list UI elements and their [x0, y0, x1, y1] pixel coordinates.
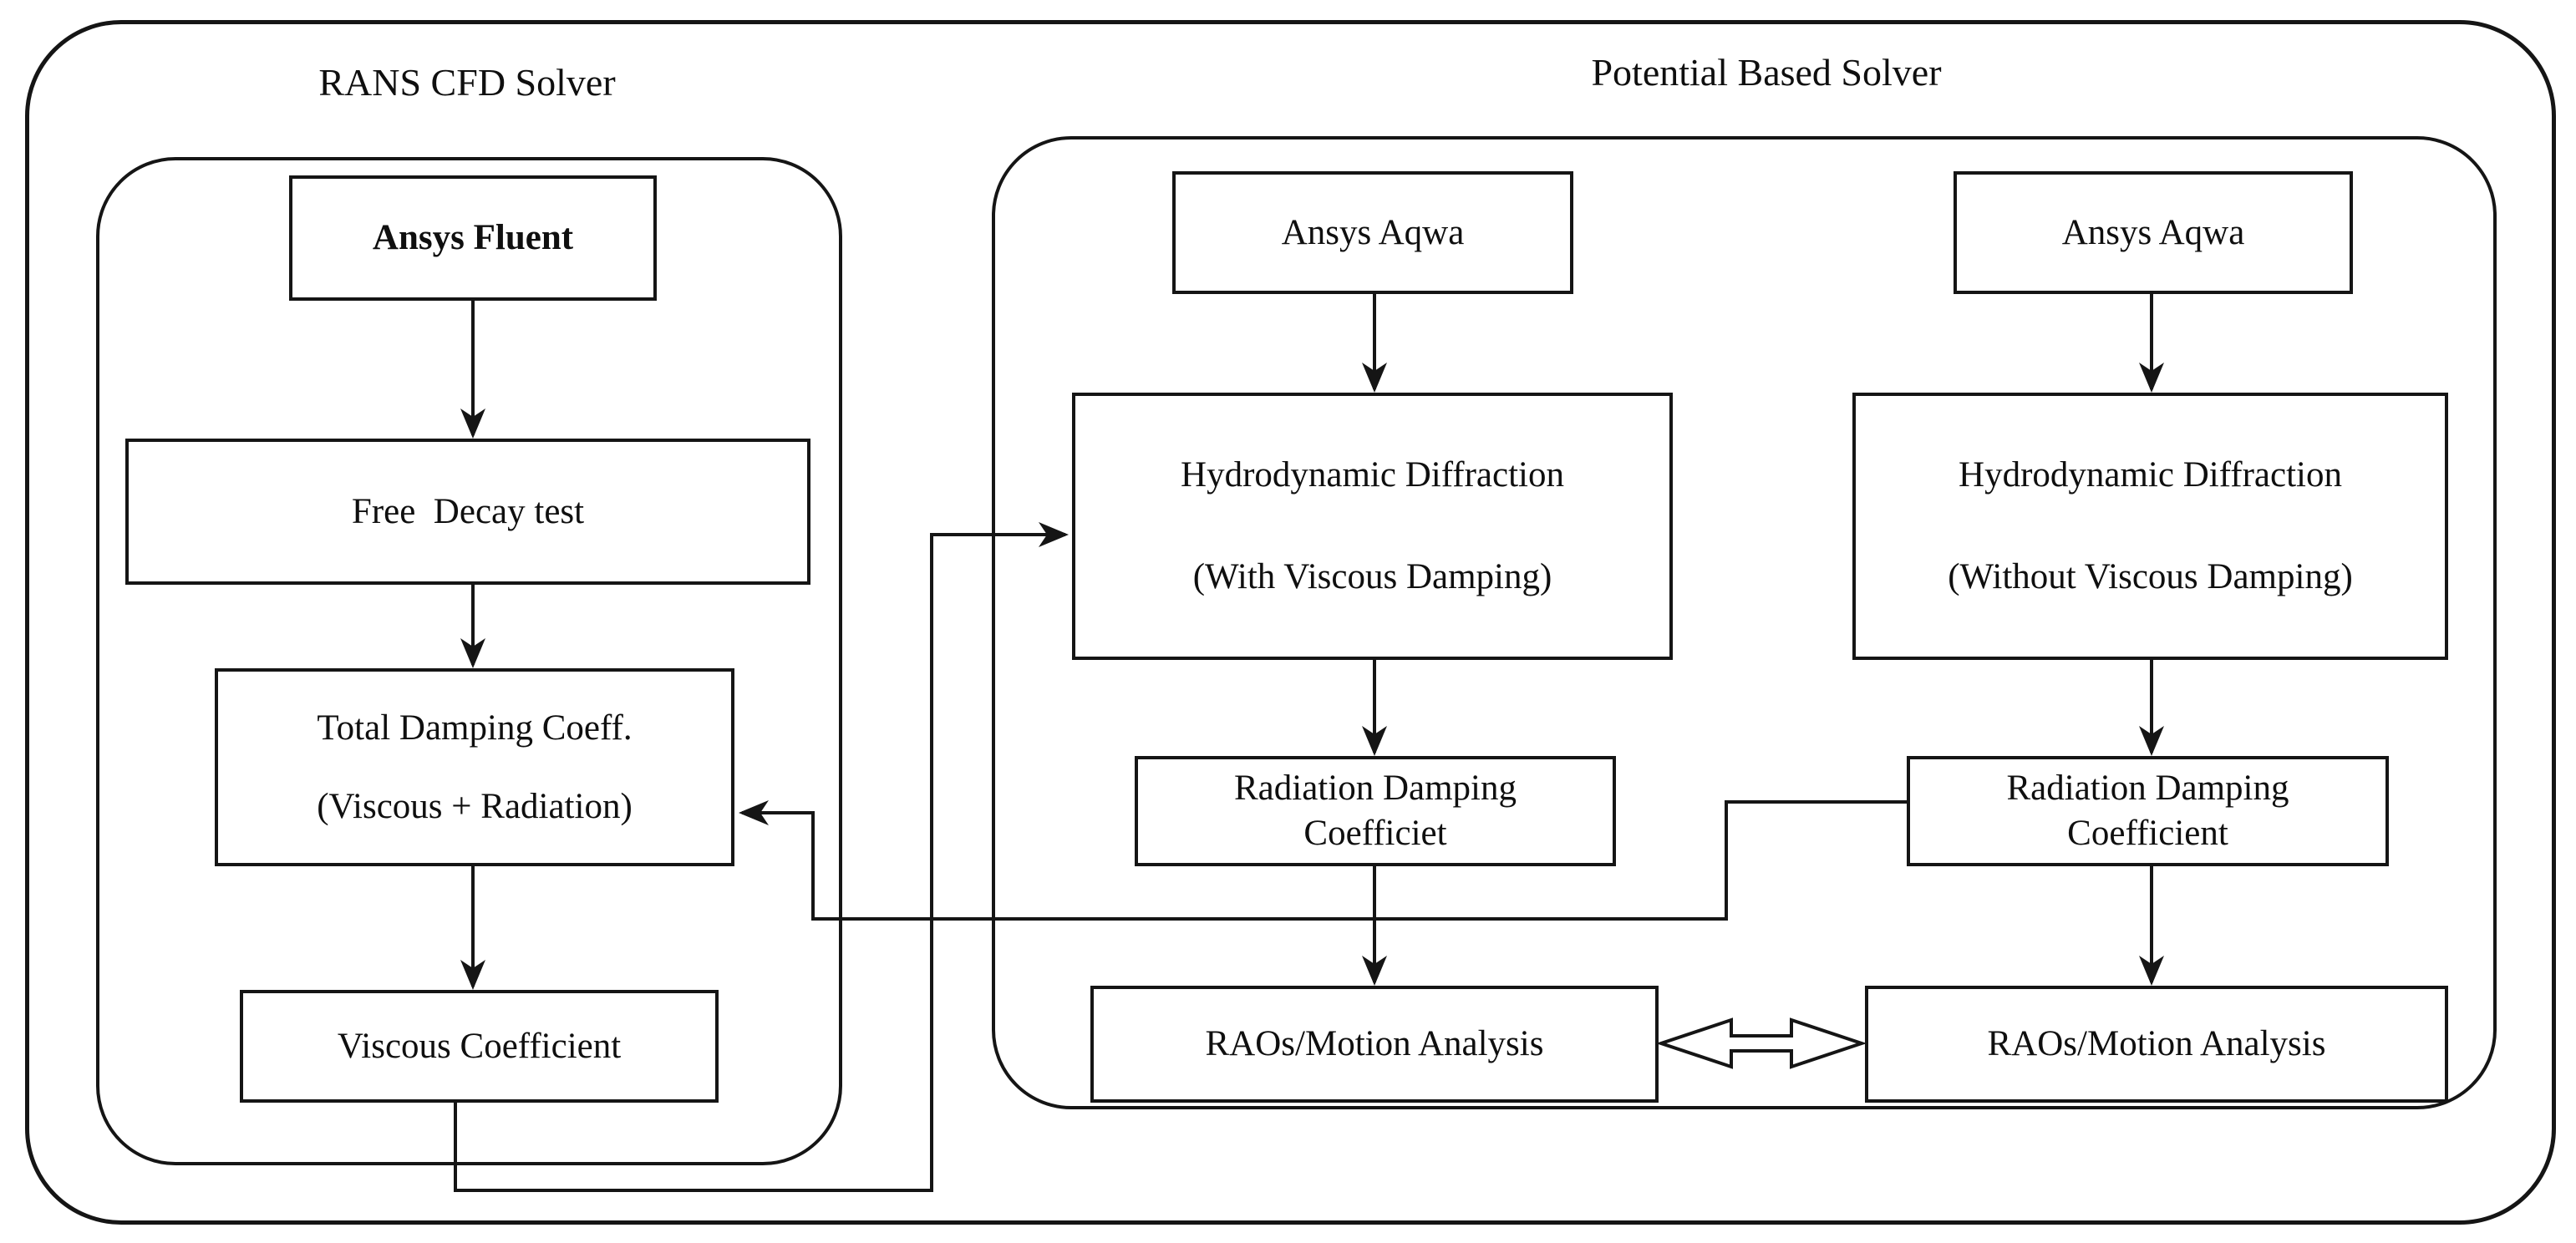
node-label: Ansys Aqwa [2061, 212, 2245, 252]
double-arrow-raos-comparison [1655, 1017, 1867, 1069]
node-label-line1: Radiation Damping [2006, 769, 2289, 809]
outer-border [25, 20, 2556, 1225]
rans-solver-title: RANS CFD Solver [318, 61, 616, 104]
node-viscous-coefficient: Viscous Coefficient [240, 990, 719, 1103]
node-hydrodynamic-diffraction-with: Hydrodynamic Diffraction (With Viscous D… [1072, 393, 1673, 660]
node-label: RAOs/Motion Analysis [1987, 1024, 2326, 1064]
node-radiation-damping-coefficient-without: Radiation Damping Coefficient [1907, 756, 2389, 866]
node-label-line2: Coefficiet [1303, 814, 1447, 853]
node-hydrodynamic-diffraction-without: Hydrodynamic Diffraction (Without Viscou… [1852, 393, 2448, 660]
node-label-line2: (Without Viscous Damping) [1948, 557, 2353, 597]
potential-solver-title: Potential Based Solver [1591, 51, 1942, 94]
node-label-line1: Hydrodynamic Diffraction [1181, 455, 1564, 495]
group-potential-based-solver [992, 136, 2497, 1109]
node-total-damping-coeff: Total Damping Coeff. (Viscous + Radiatio… [215, 668, 734, 866]
node-ansys-aqwa-with: Ansys Aqwa [1172, 171, 1573, 294]
group-rans-cfd-solver [96, 157, 842, 1165]
node-label-line1: Radiation Damping [1234, 769, 1517, 809]
node-label-line1: Total Damping Coeff. [317, 708, 633, 748]
node-label: Ansys Fluent [372, 218, 574, 258]
node-free-decay-test: Free Decay test [125, 439, 810, 585]
feedback-viscous-to-hydro-with [454, 522, 1069, 1192]
node-radiation-damping-coefficient-with: Radiation Damping Coefficiet [1135, 756, 1616, 866]
node-raos-motion-analysis-without: RAOs/Motion Analysis [1865, 986, 2448, 1103]
node-label: Free Decay test [351, 491, 585, 531]
node-label-line1: Hydrodynamic Diffraction [1959, 455, 2342, 495]
node-raos-motion-analysis-with: RAOs/Motion Analysis [1090, 986, 1659, 1103]
node-label-line2: Coefficient [2067, 814, 2228, 853]
node-label: Ansys Aqwa [1281, 212, 1465, 252]
node-label: RAOs/Motion Analysis [1205, 1024, 1544, 1064]
node-ansys-fluent: Ansys Fluent [289, 175, 657, 301]
feedback-radiation-without-to-totaldamping [739, 800, 1907, 921]
node-label-line2: (Viscous + Radiation) [317, 786, 633, 826]
node-label-line2: (With Viscous Damping) [1192, 557, 1552, 597]
node-label: Viscous Coefficient [337, 1026, 622, 1066]
node-ansys-aqwa-without: Ansys Aqwa [1954, 171, 2353, 294]
